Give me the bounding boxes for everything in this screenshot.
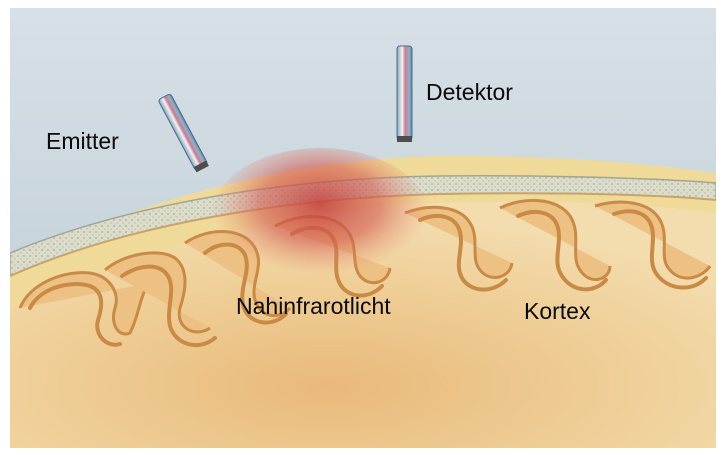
nahinfrarotlicht-label: Nahinfrarotlicht [236, 295, 391, 318]
detektor-probe-body [397, 46, 412, 140]
emitter-label: Emitter [46, 130, 119, 153]
kortex-label: Kortex [524, 300, 590, 323]
detektor-label: Detektor [426, 81, 513, 104]
nirs-illustration [10, 8, 716, 448]
nir-light-glow [210, 148, 430, 288]
detektor-probe [397, 46, 412, 142]
illustration-frame: Emitter Detektor Nahinfrarotlicht Kortex [10, 8, 716, 448]
detektor-probe-tip [397, 136, 412, 142]
